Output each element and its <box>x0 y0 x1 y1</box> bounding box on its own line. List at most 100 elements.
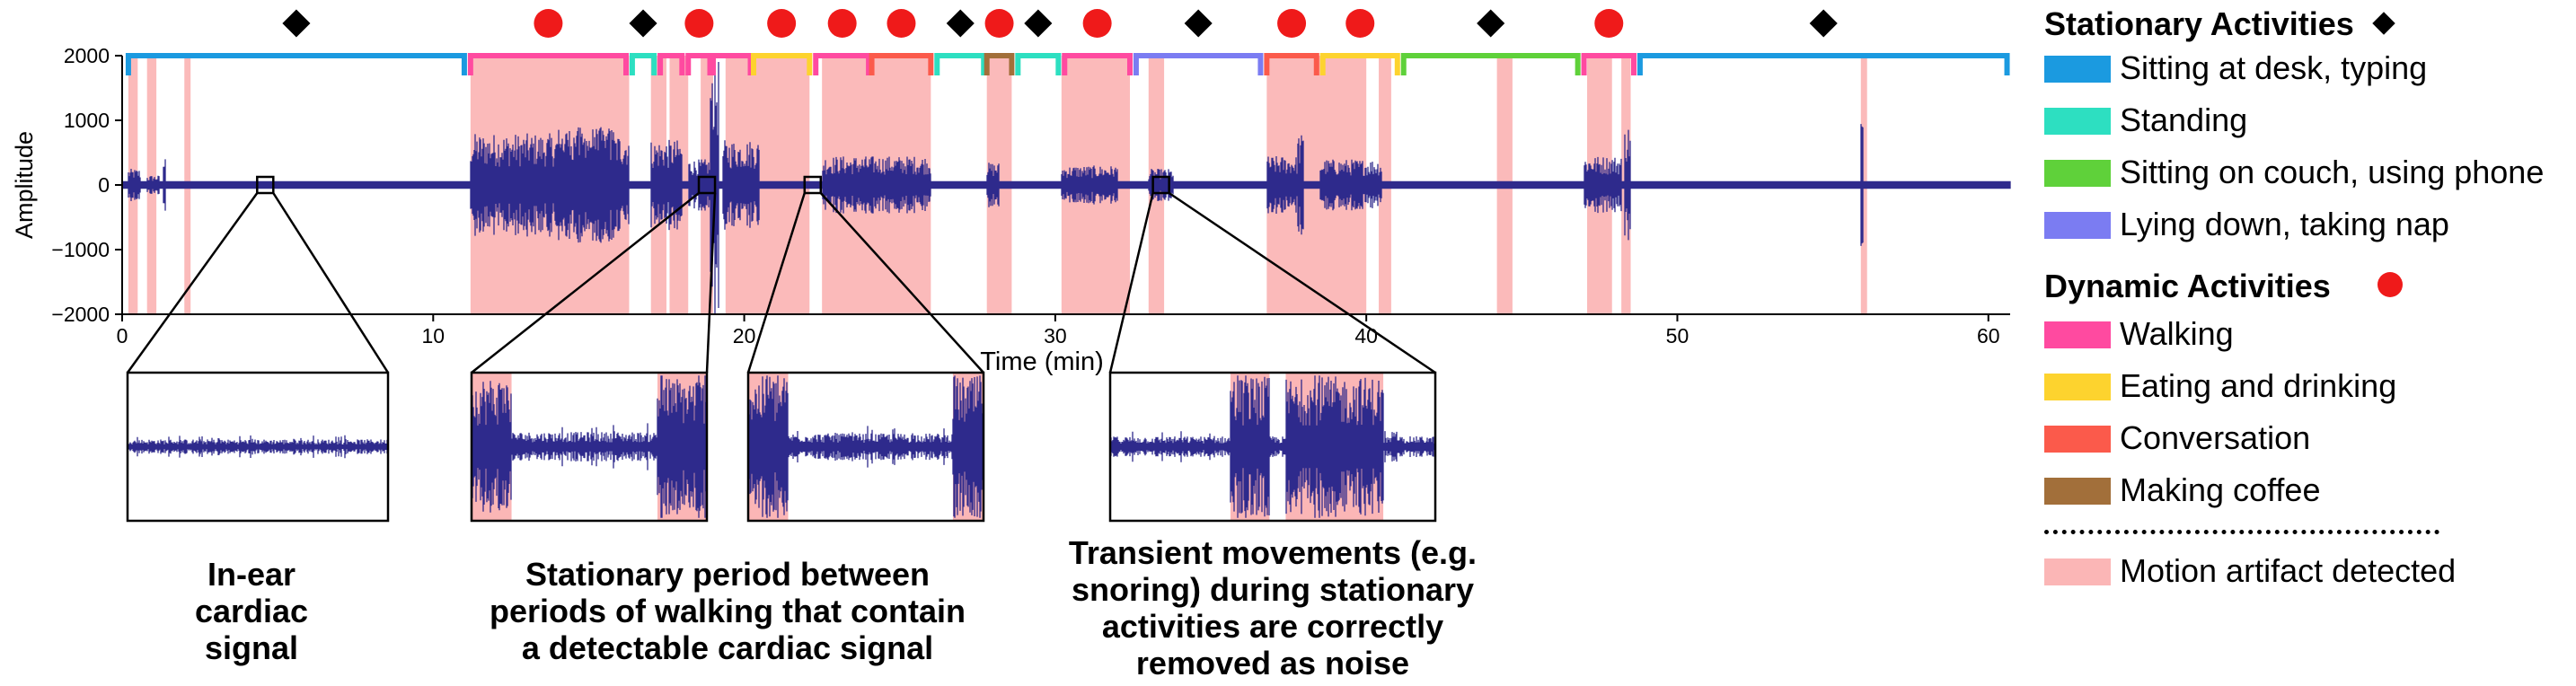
y-tick-label: −1000 <box>51 238 110 261</box>
legend-separator <box>2044 530 2439 534</box>
y-tick-label: −2000 <box>51 303 110 326</box>
legend-swatch <box>2044 558 2111 585</box>
y-tick-label: 1000 <box>64 109 110 132</box>
legend-swatch <box>2044 374 2111 400</box>
circle-marker <box>887 9 916 38</box>
x-tick-label: 10 <box>421 324 445 347</box>
legend-item-label: Walking <box>2120 315 2234 352</box>
diamond-marker <box>1477 9 1505 38</box>
legend-swatch <box>2044 160 2111 187</box>
legend-item-label: Standing <box>2120 101 2248 138</box>
x-axis-label: Time (min) <box>980 347 1103 376</box>
activity-bracket <box>750 53 813 75</box>
zoom-connector <box>471 192 700 374</box>
activity-bracket <box>984 53 1015 75</box>
activity-bracket <box>1400 53 1581 75</box>
legend-item-label: Motion artifact detected <box>2120 552 2457 589</box>
legend-swatch <box>2044 321 2111 348</box>
legend-swatch <box>2044 426 2111 453</box>
y-tick-label: 2000 <box>64 44 110 67</box>
zoom-insets-layer <box>126 175 1437 523</box>
diamond-marker <box>1184 9 1213 38</box>
legend: Stationary Activities Sitting at desk, t… <box>2044 0 2576 686</box>
activity-bracket <box>685 53 713 75</box>
circle-marker <box>827 9 857 38</box>
caption-line: In-ear <box>207 556 296 593</box>
activity-bracket <box>1264 53 1319 75</box>
zoom-connector <box>819 192 984 374</box>
caption-line: signal <box>205 629 298 666</box>
zoom-source-box <box>697 175 717 195</box>
legend-item-label: Making coffee <box>2120 471 2321 508</box>
zoom-connector <box>705 192 717 374</box>
zoom-inset-frame <box>746 371 985 523</box>
activity-bracket <box>1581 53 1636 75</box>
caption-line: periods of walking that contain <box>490 593 966 629</box>
activity-bracket <box>1062 53 1133 75</box>
legend-stationary-header: Stationary Activities <box>2044 5 2395 43</box>
zoom-connector <box>746 192 806 374</box>
legend-swatch <box>2044 478 2111 505</box>
circle-marker <box>1345 9 1375 38</box>
circle-marker <box>1594 9 1624 38</box>
activity-bracket-layer <box>125 53 2010 75</box>
caption-line: snoring) during stationary <box>1072 571 1474 608</box>
activity-bracket <box>1636 53 2010 75</box>
activity-bracket <box>934 53 987 75</box>
legend-swatch <box>2044 212 2111 239</box>
legend-item-label: Sitting on couch, using phone <box>2120 154 2545 190</box>
caption-line: cardiac <box>195 593 308 629</box>
zoom-inset <box>470 371 709 523</box>
legend-swatch <box>2044 56 2111 83</box>
activity-bracket <box>629 53 657 75</box>
circle-marker <box>1082 9 1112 38</box>
x-tick-label: 60 <box>1977 324 2000 347</box>
activity-bracket <box>710 53 754 75</box>
caption-line: a detectable cardiac signal <box>522 629 933 666</box>
legend-stationary-header-text: Stationary Activities <box>2044 5 2354 42</box>
activity-bracket <box>467 53 629 75</box>
zoom-connector <box>126 192 259 374</box>
y-axis-label: Amplitude <box>11 131 38 239</box>
legend-swatch <box>2044 108 2111 135</box>
zoom-connector <box>1108 192 1154 374</box>
zoom-inset <box>1108 371 1437 523</box>
activity-bracket <box>125 53 467 75</box>
diamond-icon <box>2372 12 2395 35</box>
diamond-marker <box>1024 9 1053 38</box>
activity-bracket <box>657 53 685 75</box>
legend-item-label: Sitting at desk, typing <box>2120 49 2428 86</box>
caption-line: Stationary period between <box>525 556 930 593</box>
caption-line: Transient movements (e.g. <box>1069 534 1477 571</box>
circle-marker <box>684 9 714 38</box>
activity-bracket <box>813 53 872 75</box>
activity-bracket <box>1133 53 1264 75</box>
x-tick-label: 30 <box>1044 324 1067 347</box>
circle-marker <box>534 9 563 38</box>
x-tick-label: 40 <box>1354 324 1378 347</box>
x-tick-label: 0 <box>117 324 128 347</box>
circle-marker <box>767 9 797 38</box>
zoom-connector <box>1168 191 1436 374</box>
activity-bracket <box>1015 53 1062 75</box>
activity-bracket <box>1319 53 1400 75</box>
zoom-connector <box>272 192 390 374</box>
activity-marker-layer <box>282 9 1838 38</box>
zoom-inset <box>746 371 985 523</box>
x-tick-label: 50 <box>1666 324 1689 347</box>
legend-item-label: Eating and drinking <box>2120 367 2397 404</box>
legend-item-label: Conversation <box>2120 419 2311 456</box>
legend-dynamic-header-text: Dynamic Activities <box>2044 268 2331 304</box>
zoom-inset-frame <box>126 371 390 523</box>
legend-item-label: Lying down, taking nap <box>2120 206 2449 242</box>
circle-icon <box>2377 272 2403 297</box>
legend-dynamic-header: Dynamic Activities <box>2044 268 2403 305</box>
activity-bracket <box>869 53 934 75</box>
diamond-marker <box>946 9 975 38</box>
caption-line: activities are correctly <box>1102 608 1443 645</box>
circle-marker <box>984 9 1014 38</box>
zoom-source-box <box>803 175 823 195</box>
zoom-source-box <box>1151 175 1170 195</box>
zoom-inset-frame <box>1108 371 1437 523</box>
